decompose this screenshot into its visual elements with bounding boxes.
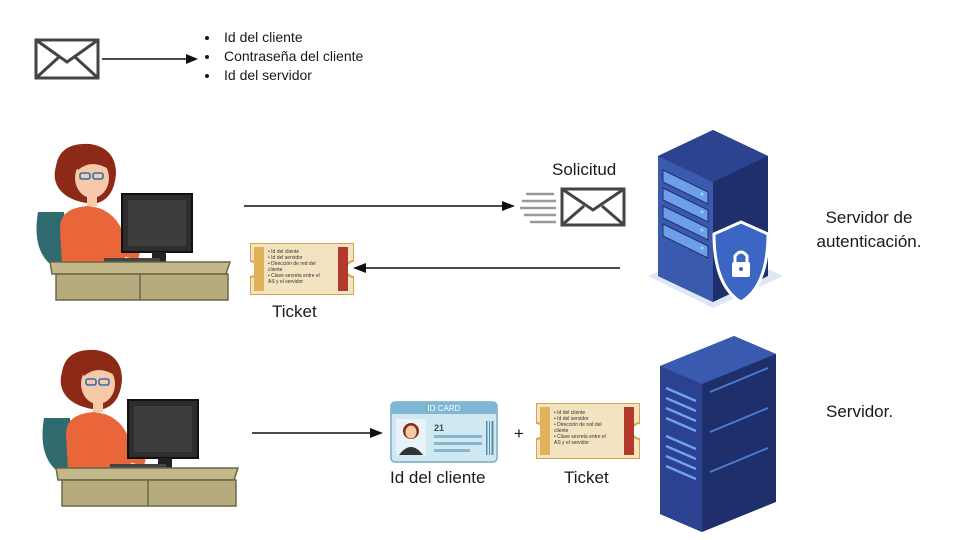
id-card-header: ID CARD — [428, 404, 461, 413]
ticket-line: • Id del servidor — [554, 416, 589, 422]
ticket-line: • Dirección de red del — [554, 422, 602, 428]
id-card-icon: ID CARD 21 — [390, 401, 498, 463]
request-label: Solicitud — [552, 160, 617, 179]
ticket-line: • Id del cliente — [268, 249, 299, 255]
envelope-icon — [34, 38, 100, 80]
auth-server-icon — [648, 130, 783, 308]
ticket-line: AS y el servidor — [268, 279, 303, 285]
credentials-arrow — [252, 428, 383, 438]
ticket-line: cliente — [554, 428, 569, 434]
auth-server-label: Servidor de autenticación. — [816, 208, 922, 251]
ticket-label: Ticket — [272, 302, 317, 321]
ticket-return-arrow — [353, 263, 620, 273]
ticket-line: • Dirección de red del — [268, 261, 316, 267]
client-user-icon — [42, 349, 240, 507]
ticket-line: • Id del cliente — [554, 410, 585, 416]
ticket-label: Ticket — [564, 468, 609, 487]
ticket-line: AS y el servidor — [554, 440, 589, 446]
ticket-line: • Id del servidor — [268, 255, 303, 261]
id-client-label: Id del cliente — [390, 468, 486, 487]
legend-arrow — [102, 54, 198, 64]
sending-envelope-icon — [520, 187, 626, 227]
ticket-line: • Clave secreta entre el — [554, 434, 606, 440]
message-contents-list: Id del cliente Contraseña del cliente Id… — [186, 28, 363, 85]
client-user-icon — [36, 143, 232, 301]
ticket-icon: • Id del cliente • Id del servidor • Dir… — [536, 403, 640, 459]
ticket-line: cliente — [268, 267, 283, 273]
ticket-line: • Clave secreta entre el — [268, 273, 320, 279]
request-arrow — [244, 201, 515, 211]
server-label: Servidor. — [826, 402, 894, 421]
ticket-icon: • Id del cliente • Id del servidor • Dir… — [250, 243, 354, 295]
list-item: Id del servidor — [220, 66, 363, 85]
id-card-number: 21 — [434, 423, 444, 433]
list-item: Contraseña del cliente — [220, 47, 363, 66]
list-item: Id del cliente — [220, 28, 363, 47]
plus-sign: + — [514, 424, 524, 443]
service-server-icon — [660, 336, 776, 532]
